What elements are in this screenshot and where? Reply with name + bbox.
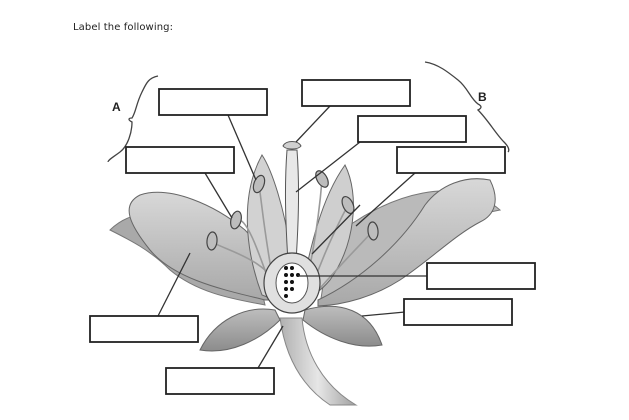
group-label-b: B — [478, 90, 487, 104]
answer-box-6[interactable] — [426, 262, 536, 290]
style — [284, 149, 300, 263]
leader-lines — [157, 105, 427, 369]
stem — [279, 317, 358, 406]
sepal-right — [302, 305, 383, 347]
bracket-b — [424, 61, 510, 153]
sepal-left — [199, 308, 281, 352]
answer-box-8[interactable] — [89, 315, 199, 343]
ovules — [284, 266, 300, 298]
answer-box-2[interactable] — [301, 79, 411, 107]
petal-right — [317, 178, 496, 307]
answer-box-3[interactable] — [357, 115, 467, 143]
instruction-text: Label the following: — [73, 22, 174, 33]
answer-box-9[interactable] — [165, 367, 275, 395]
answer-box-7[interactable] — [403, 298, 513, 326]
answer-box-1[interactable] — [158, 88, 268, 116]
stigma — [282, 141, 302, 150]
answer-box-5[interactable] — [396, 146, 506, 174]
answer-box-4[interactable] — [125, 146, 235, 174]
bracket-a — [107, 75, 159, 163]
group-label-a: A — [112, 100, 121, 114]
